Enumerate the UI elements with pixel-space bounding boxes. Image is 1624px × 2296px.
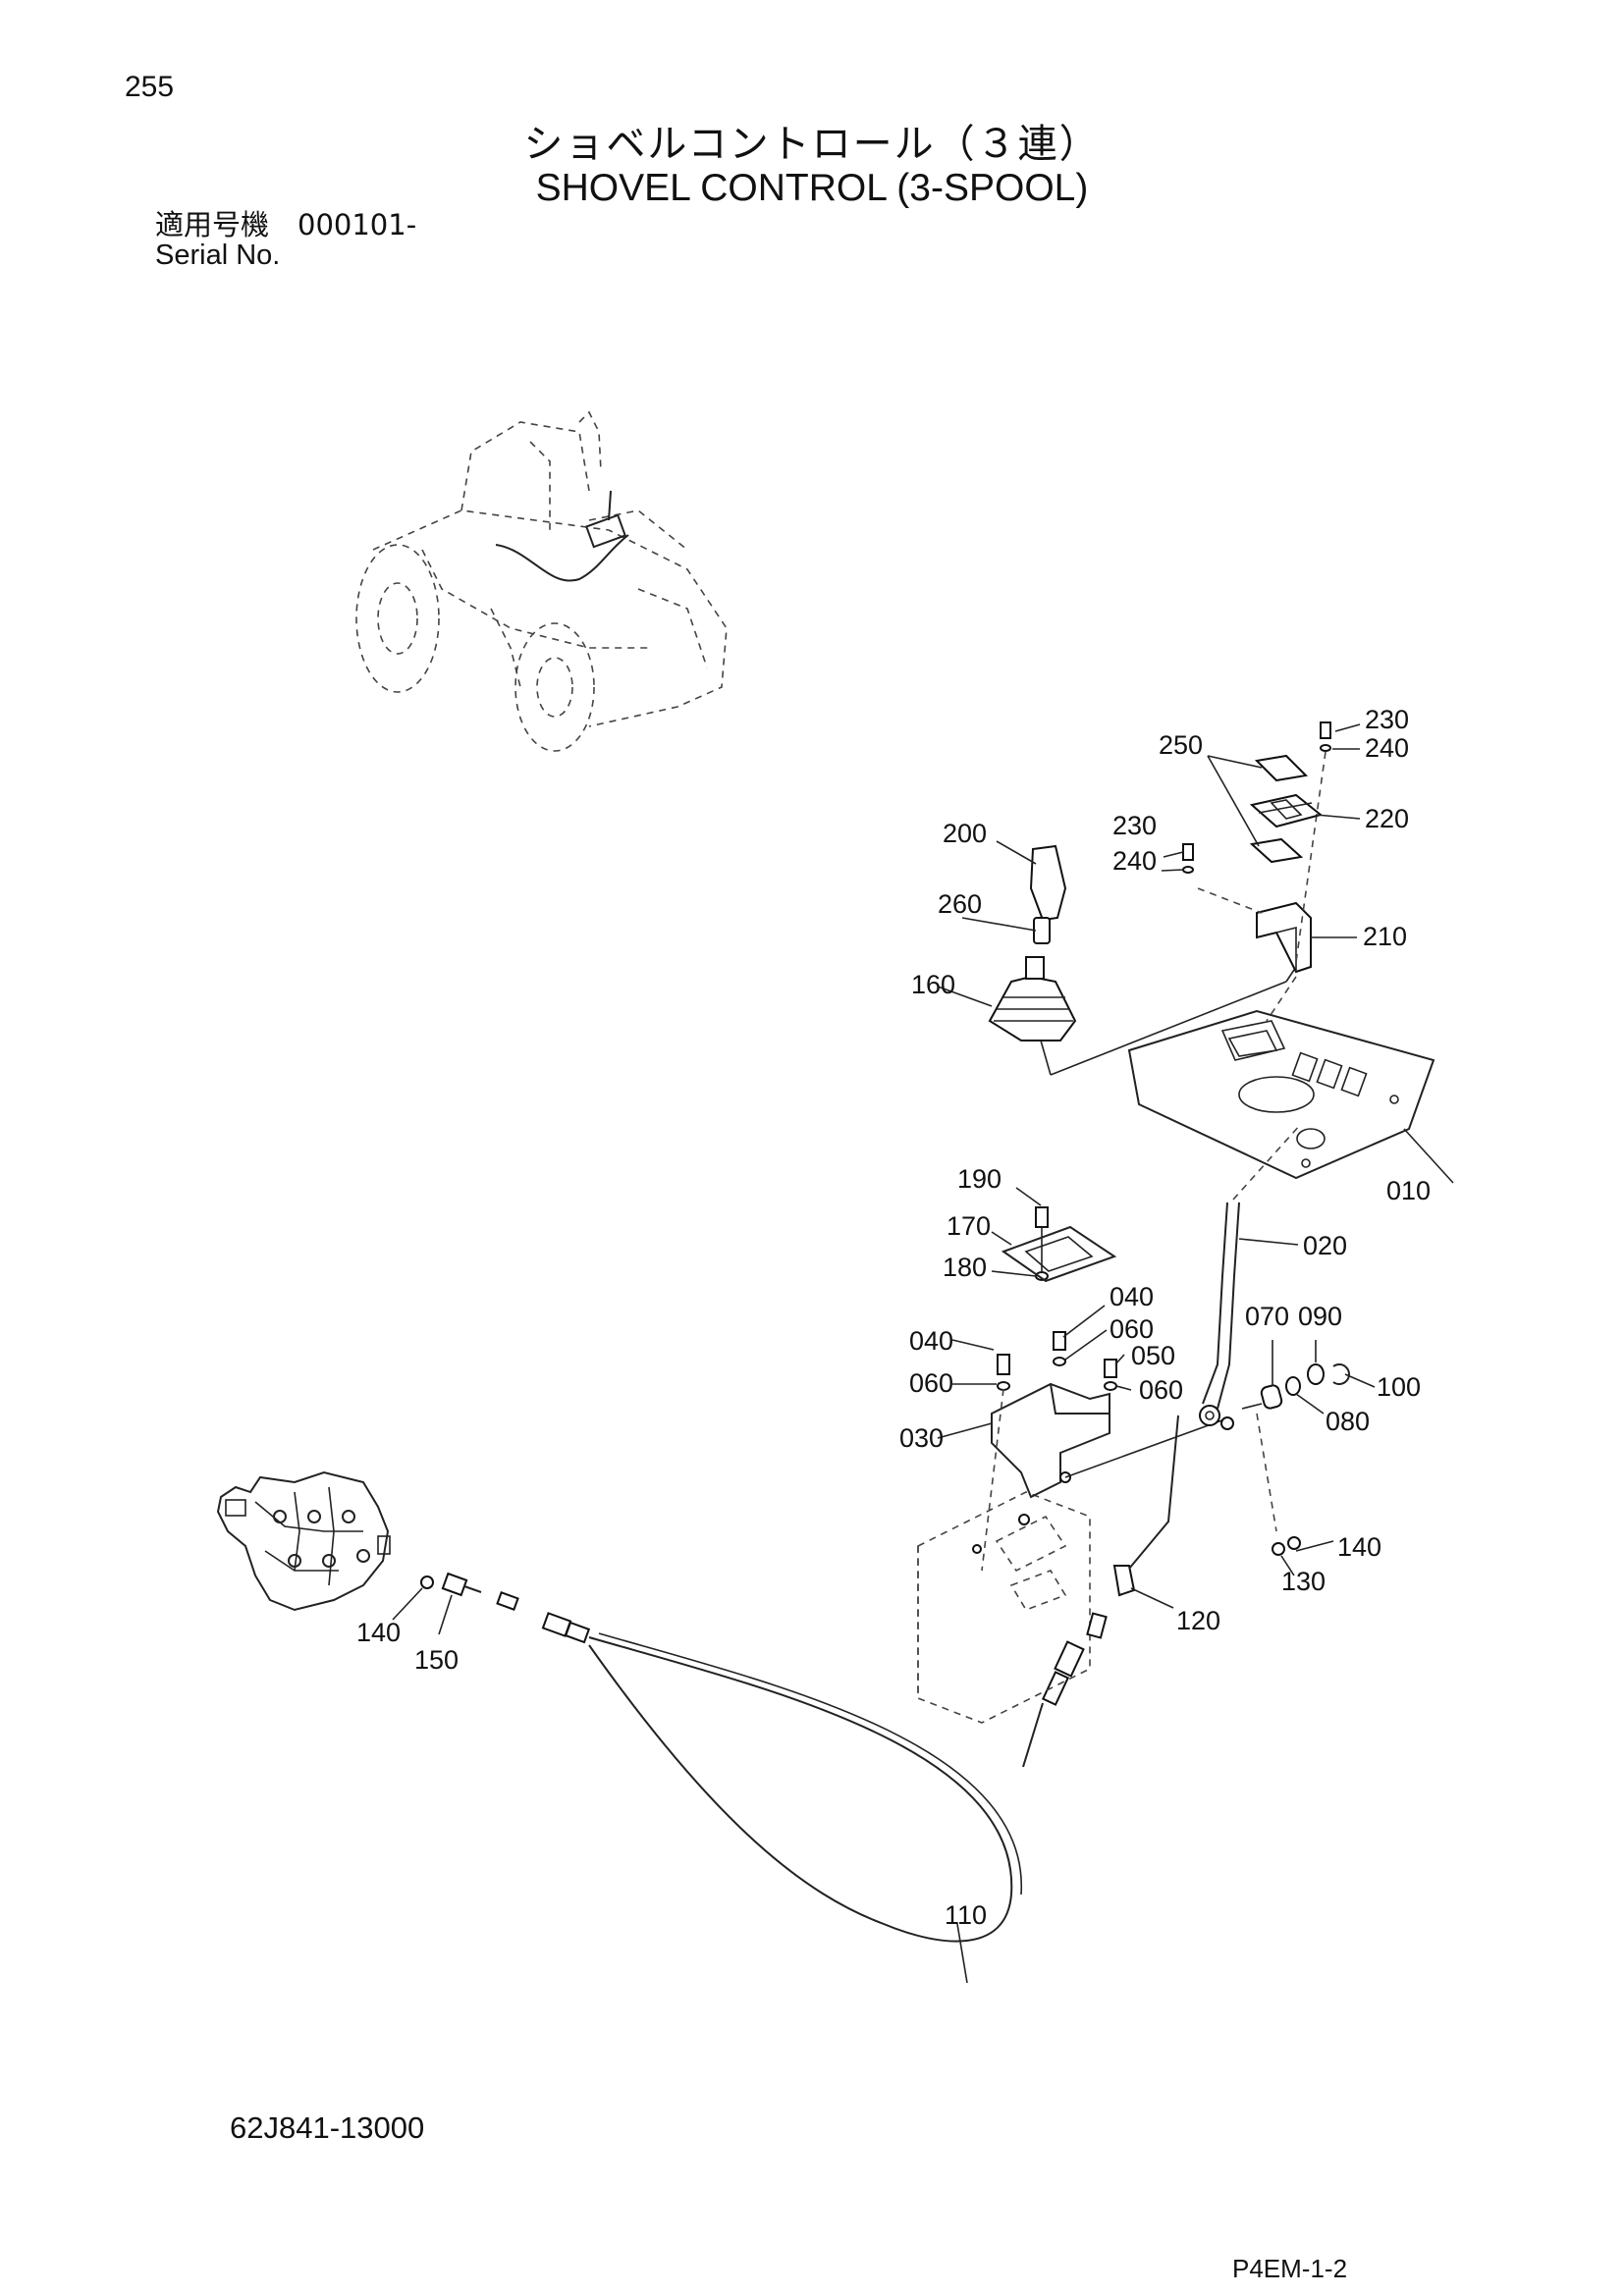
- part-label-060-second: 060: [909, 1368, 953, 1398]
- part-label-170: 170: [947, 1211, 991, 1241]
- part-number-labels: 230 240 250 220 200 230 240 260 210 160 …: [356, 705, 1431, 1930]
- part-label-150: 150: [414, 1645, 459, 1675]
- part-label-140: 140: [1337, 1532, 1381, 1562]
- part-label-130: 130: [1281, 1567, 1326, 1596]
- cover-010: [1127, 1009, 1435, 1180]
- part-label-120: 120: [1176, 1606, 1220, 1635]
- page-number: 255: [125, 71, 175, 103]
- lower-frame-outline: [917, 1491, 1136, 1724]
- part-label-030: 030: [899, 1423, 944, 1453]
- part-label-190: 190: [957, 1164, 1001, 1194]
- serial-label-english: Serial No.: [155, 240, 281, 271]
- part-label-230: 230: [1365, 705, 1409, 734]
- control-valve-block: [216, 1470, 391, 1612]
- upper-components: [988, 721, 1331, 1076]
- page-code: P4EM-1-2: [1232, 2254, 1348, 2283]
- part-label-240-second: 240: [1112, 846, 1157, 876]
- part-label-070: 070: [1245, 1302, 1289, 1331]
- part-label-010: 010: [1386, 1176, 1431, 1205]
- serial-label-japanese: 適用号機 000101-: [155, 208, 417, 241]
- part-label-020: 020: [1303, 1231, 1347, 1260]
- part-label-210: 210: [1363, 922, 1407, 951]
- part-label-250: 250: [1159, 730, 1203, 760]
- part-label-260: 260: [938, 889, 982, 919]
- part-label-060-third: 060: [1139, 1375, 1183, 1405]
- shovel-lever-assembly: [1128, 1123, 1350, 1570]
- part-label-140-second: 140: [356, 1618, 401, 1647]
- part-label-060: 060: [1110, 1314, 1154, 1344]
- part-label-040-second: 040: [909, 1326, 953, 1356]
- page-title-english: SHOVEL CONTROL (3-SPOOL): [535, 167, 1089, 209]
- part-label-110: 110: [945, 1900, 987, 1930]
- leader-lines: [392, 723, 1454, 1984]
- mounting-plate-030: [981, 1206, 1228, 1572]
- part-label-220: 220: [1365, 804, 1409, 833]
- machine-overview-illustration: [355, 410, 728, 752]
- part-label-230-second: 230: [1112, 811, 1157, 840]
- page-title-japanese: ショベルコントロール（３連）: [523, 122, 1101, 167]
- part-label-040: 040: [1110, 1282, 1154, 1311]
- part-label-080: 080: [1326, 1407, 1370, 1436]
- part-label-100: 100: [1377, 1372, 1421, 1402]
- document-code: 62J841-13000: [230, 2110, 425, 2145]
- part-label-200: 200: [943, 819, 987, 848]
- part-label-050: 050: [1131, 1341, 1175, 1370]
- part-label-240: 240: [1365, 733, 1409, 763]
- part-label-160: 160: [911, 970, 955, 999]
- cable-fittings: [420, 1572, 1085, 1943]
- part-label-180: 180: [943, 1253, 987, 1282]
- part-label-090: 090: [1298, 1302, 1342, 1331]
